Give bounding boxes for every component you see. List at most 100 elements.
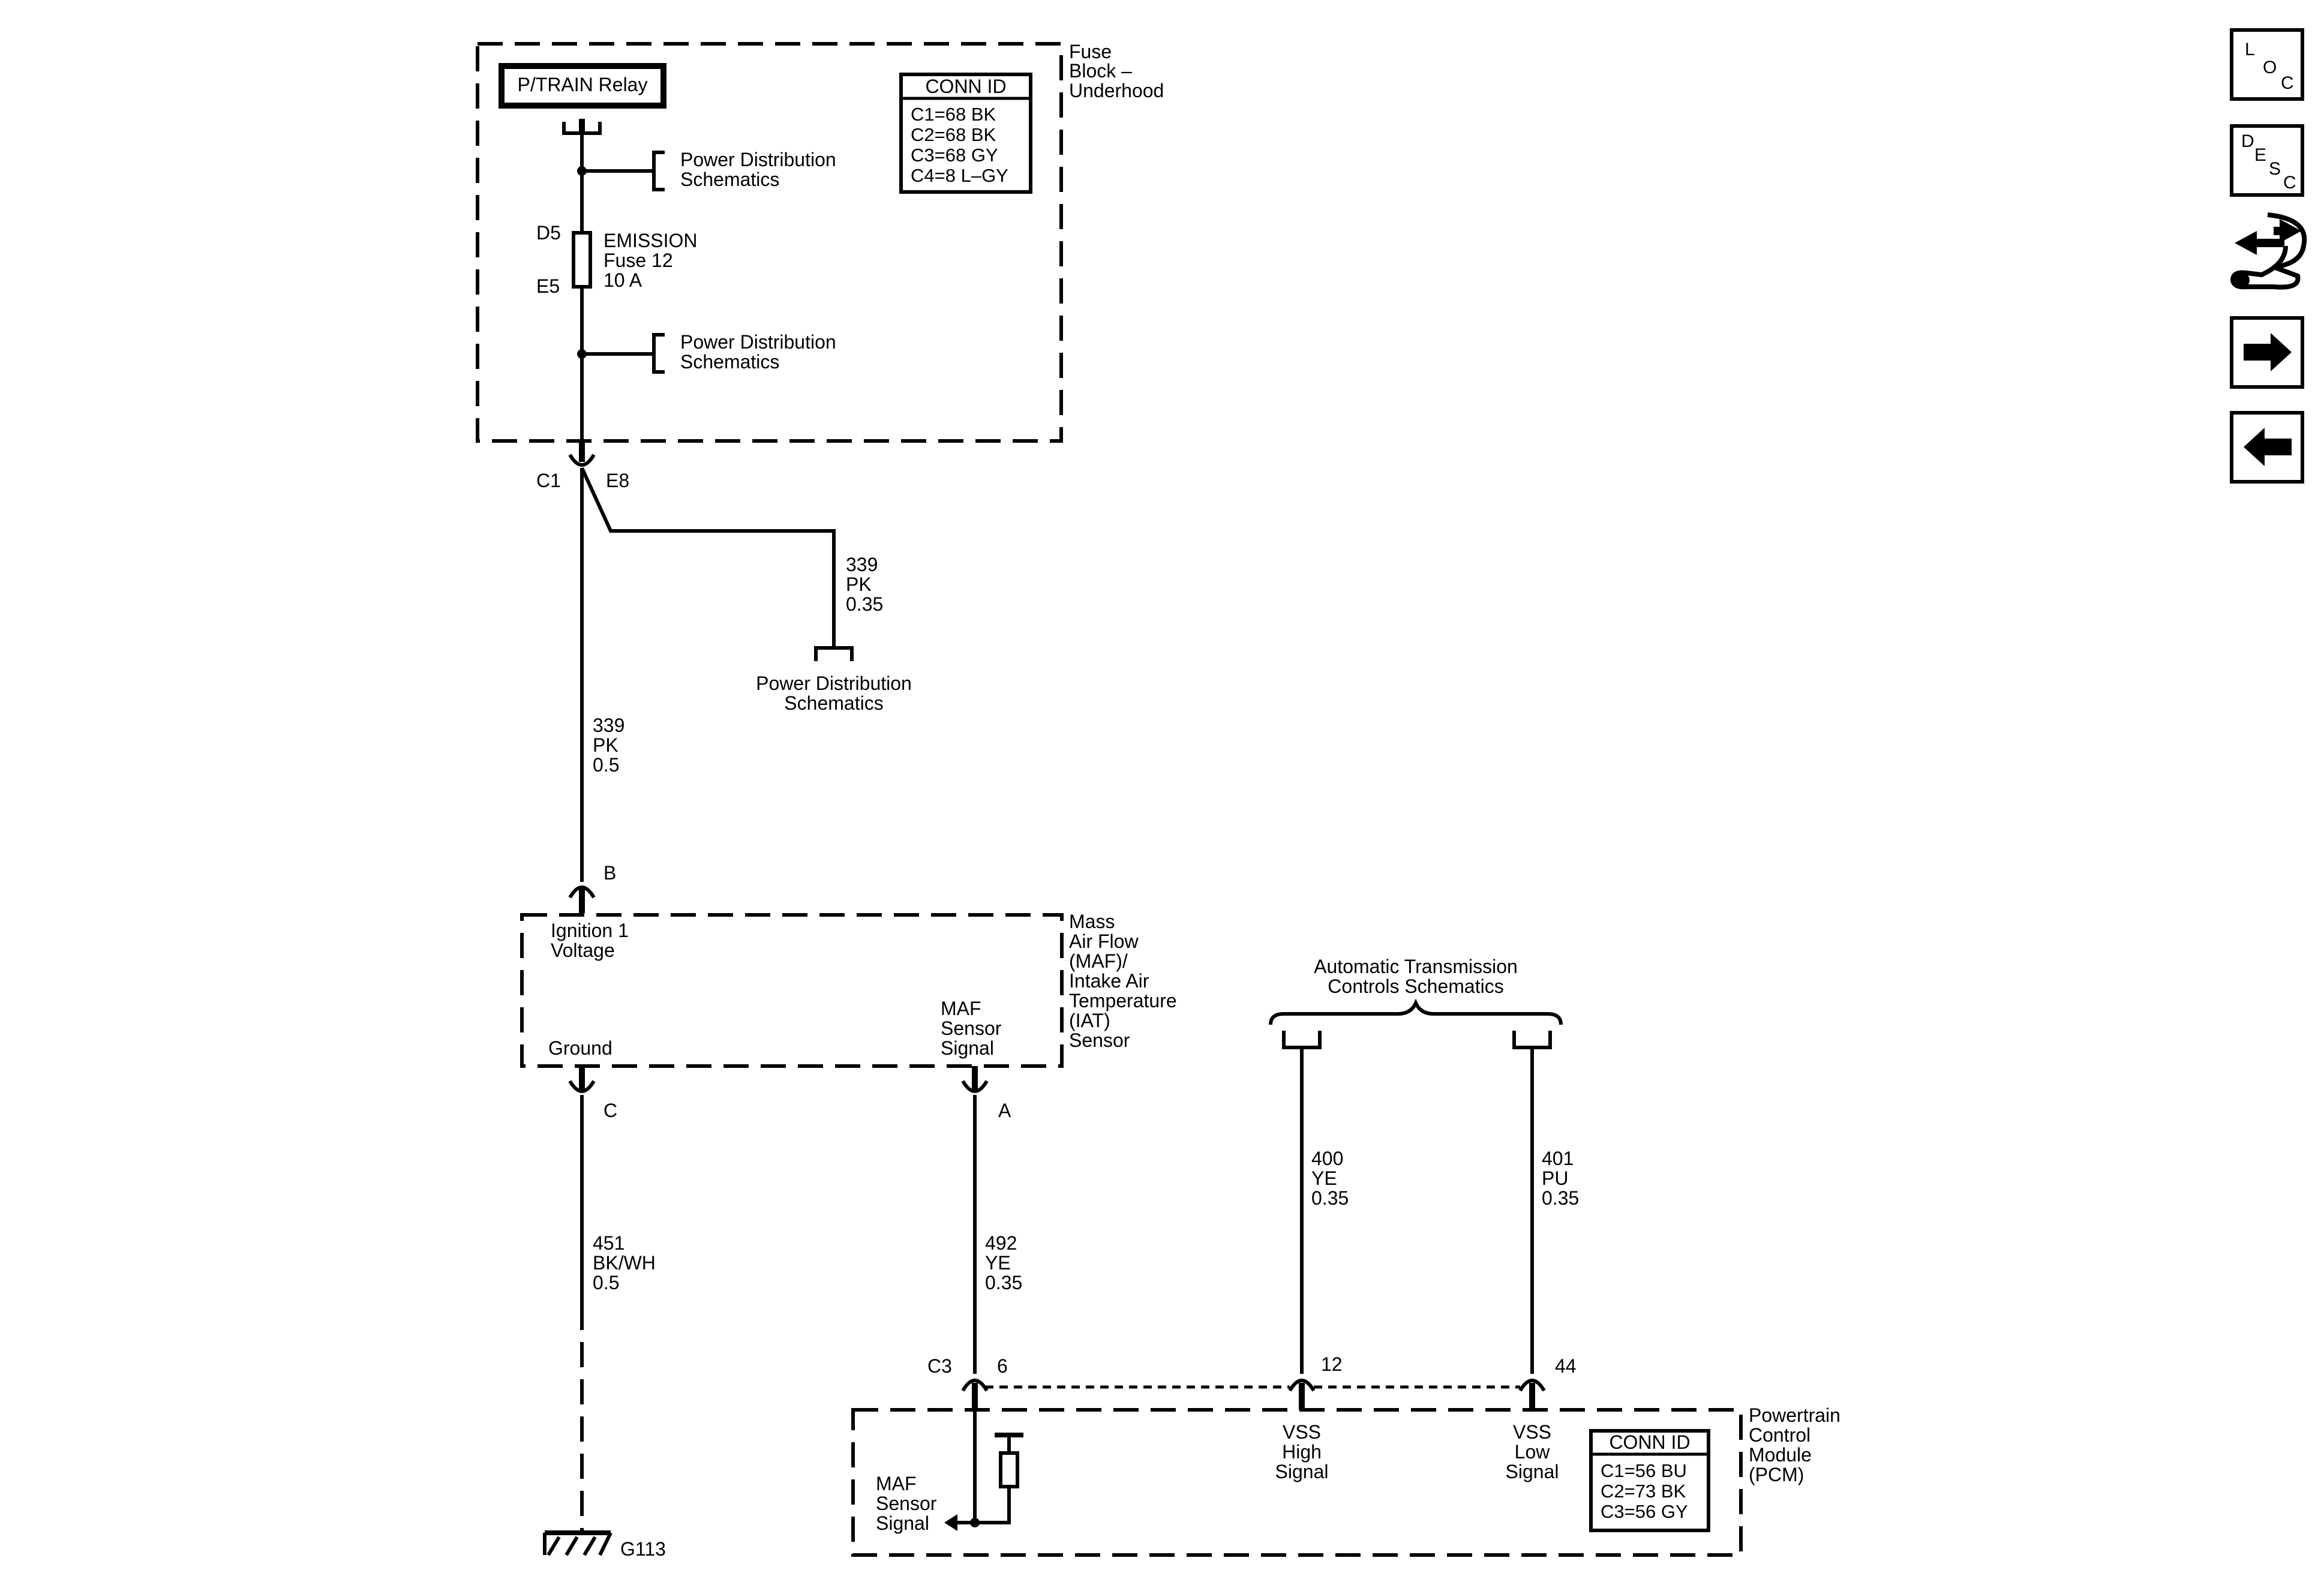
wire-gauge: 0.35 [846,593,883,615]
maf-sensor-boundary [520,913,1064,1068]
pin-6-label: 6 [997,1355,1008,1377]
conn-id-row: C1=56 BU [1601,1460,1687,1481]
wire-color: YE [985,1252,1011,1274]
pin-c-connector [568,1080,596,1093]
vss-high-label-1: VSS [1283,1421,1321,1443]
brace-icon [1269,998,1563,1025]
power-dist-ref-upper-1[interactable]: Power Distribution [680,149,836,170]
ground-g113-icon: G113 [543,1530,666,1560]
power-dist-ref-branch-1[interactable]: Power Distribution [756,673,912,694]
conn-id-title: CONN ID [1609,1431,1690,1453]
connector-c1-label: C1 [536,470,561,491]
ref-bracket [814,646,854,661]
conn-id-row: C3=56 GY [1601,1501,1688,1522]
connector-c3-label: C3 [927,1355,952,1377]
desc-letter: E [2254,145,2266,165]
pin-b-label: B [603,862,616,884]
pin-e8-label: E8 [606,470,629,491]
wire-color: BK/WH [593,1252,656,1274]
fuse-number: Fuse 12 [603,250,673,271]
pin-44-label: 44 [1555,1355,1577,1377]
power-dist-ref-lower-2[interactable]: Schematics [680,351,779,373]
fuse-block-conn-id-table: CONN ID C1=68 BK C2=68 BK C3=68 GY C4=8 … [899,73,1032,194]
wire-gauge: 0.35 [985,1272,1022,1293]
pcm-boundary [851,1408,1743,1557]
fuse-block-boundary [476,42,1063,443]
back-button[interactable] [2230,411,2304,484]
desc-button[interactable]: D E S C [2230,124,2304,197]
loc-letter: C [2281,73,2294,93]
conn-id-title: CONN ID [925,76,1006,97]
back-arrow-icon [2244,428,2292,466]
power-dist-ref-branch-2[interactable]: Schematics [784,692,883,714]
connector-c1-e8: C1 E8 [536,441,629,491]
pcm-maf-signal-1: MAF [876,1473,917,1494]
pcm-maf-signal-2: Sensor [876,1493,937,1514]
vss-low-label-3: Signal [1506,1461,1559,1482]
maf-iat-sensor: B Ignition 1 Voltage Ground MAF Sensor S… [520,862,1177,1121]
ref-bracket [652,151,665,191]
wire-color: YE [1311,1167,1337,1189]
wire-color: PU [1542,1167,1568,1189]
wire-circuit: 339 [846,554,878,575]
ref-bracket [1512,1031,1552,1049]
maf-sensor-name-5: Temperature [1069,990,1177,1011]
fuse-block-name-3: Underhood [1069,80,1164,101]
pin-12-label: 12 [1321,1353,1343,1375]
ptrain-relay-label: P/TRAIN Relay [518,74,648,95]
maf-sensor-name-2: Air Flow [1069,930,1139,952]
vss-low-label-1: VSS [1513,1421,1551,1443]
desc-letter: S [2269,159,2281,179]
wire-circuit: 400 [1311,1148,1343,1169]
signal-input-arrow-icon [944,1514,957,1531]
trans-ref-label-2[interactable]: Controls Schematics [1328,975,1503,997]
wire-color: PK [593,734,618,756]
wire-circuit: 339 [593,715,624,736]
ignition-voltage-label-2: Voltage [551,939,615,961]
pin-12-connector [1288,1379,1316,1392]
desc-letter: D [2241,131,2254,151]
automatic-transmission-ref: Automatic Transmission Controls Schemati… [1269,956,1579,1374]
pcm-name-1: Powertrain [1749,1404,1840,1426]
maf-signal-label-3: Signal [941,1037,994,1059]
ground-terminal-label: Ground [548,1037,612,1059]
maf-signal-label-1: MAF [941,998,981,1019]
pcm-name-2: Control [1749,1424,1810,1446]
pcm-name-4: (PCM) [1749,1464,1804,1485]
maf-signal-label-2: Sensor [941,1017,1002,1039]
pin-6-connector [961,1379,989,1392]
conn-id-row: C2=68 BK [911,124,996,145]
trans-ref-label-1[interactable]: Automatic Transmission [1314,956,1518,977]
pcm-module: C3 6 12 44 Powertrain Control Module (PC… [851,1353,1840,1557]
ground-label: G113 [620,1538,666,1560]
wire-circuit: 492 [985,1232,1017,1254]
desc-letter: C [2283,173,2296,193]
conn-id-row: C4=8 L–GY [911,165,1008,186]
fuse-rating: 10 A [603,269,642,291]
vss-high-label-3: Signal [1275,1461,1329,1482]
pin-b-connector [568,885,596,899]
vss-high-label-2: High [1282,1441,1322,1463]
power-dist-ref-lower-1[interactable]: Power Distribution [680,331,836,353]
forward-button[interactable] [2230,316,2304,389]
loc-button[interactable]: L O C [2230,28,2304,101]
ref-bracket [1282,1031,1322,1049]
maf-signal-wire-492: 492 YE 0.35 [973,1095,1022,1374]
conn-id-row: C1=68 BK [911,104,996,125]
pin-a-connector [961,1080,989,1093]
ptrain-relay-box [499,63,666,109]
main-wire-339-pk: 339 PK 0.5 [580,468,624,882]
schematic-cross-ref-icon[interactable] [2230,212,2307,290]
power-dist-ref-upper-2[interactable]: Schematics [680,169,779,190]
vss-low-label-2: Low [1515,1441,1551,1463]
conn-id-row: C2=73 BK [1601,1481,1686,1502]
forward-arrow-icon [2244,333,2292,371]
pin-c-label: C [603,1100,617,1121]
wire-gauge: 0.35 [1311,1187,1349,1209]
pin-a-label: A [998,1100,1011,1121]
fuse-block-underhood: Fuse Block – Underhood P/TRAIN Relay CON… [476,41,1164,443]
branch-wire-339-pk: 339 PK 0.35 Power Distribution Schematic… [580,467,912,714]
maf-sensor-name-1: Mass [1069,911,1115,932]
